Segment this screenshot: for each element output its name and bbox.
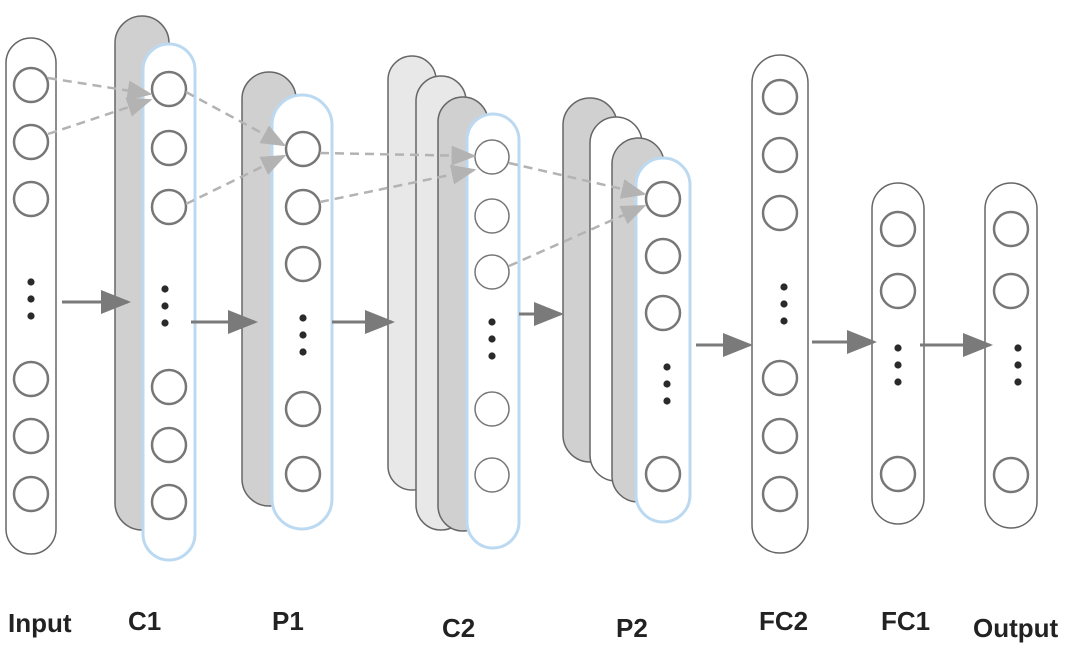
layer-labels: Input C1 P1 C2 P2 FC2 FC1 Output (8, 606, 1059, 643)
fc2-node (761, 78, 799, 116)
dashed-arrow (319, 145, 477, 166)
output-label: Output (973, 613, 1059, 643)
input-ellipsis (27, 278, 35, 320)
output-node (992, 456, 1030, 494)
p1-node (284, 188, 322, 226)
c1-front-column (141, 42, 197, 562)
fc1-node (879, 455, 917, 493)
c1-node (150, 368, 188, 406)
fc2-node (761, 475, 799, 513)
input-node (12, 123, 50, 161)
dashed-connections (47, 76, 647, 268)
input-node (12, 180, 50, 218)
back-panels (114, 15, 665, 532)
c2-node (474, 457, 510, 493)
fc1-node (879, 272, 917, 310)
c1-node (150, 188, 188, 226)
dashed-arrow (47, 76, 153, 101)
c2-label: C2 (442, 613, 475, 643)
output-ellipsis (1014, 344, 1022, 386)
c1-node (150, 129, 188, 167)
c1-ellipsis (161, 285, 169, 327)
c1-node (150, 426, 188, 464)
nodes (12, 66, 1030, 521)
ellipsis-dots (27, 278, 1022, 405)
input-node (12, 417, 50, 455)
fc2-node (761, 359, 799, 397)
fc2-node (761, 136, 799, 174)
dashed-arrow (47, 97, 153, 136)
input-node (12, 360, 50, 398)
c1-label: C1 (128, 606, 161, 636)
input-node (12, 66, 50, 104)
fc2-node (761, 417, 799, 455)
c2-ellipsis (488, 318, 496, 360)
p1-node (284, 455, 322, 493)
dashed-arrow (185, 154, 287, 206)
dashed-arrow (185, 90, 287, 147)
p1-node (284, 245, 322, 283)
dashed-arrow (508, 161, 647, 199)
c2-node (474, 391, 510, 427)
p1-label: P1 (272, 606, 304, 636)
p2-node (644, 455, 682, 493)
input-node (12, 475, 50, 513)
p2-node (644, 294, 682, 332)
c1-node (150, 483, 188, 521)
dashed-arrow (319, 164, 477, 204)
output-node (992, 272, 1030, 310)
fc1-label: FC1 (881, 606, 930, 636)
dashed-arrow (508, 204, 647, 268)
fc1-ellipsis (894, 344, 902, 386)
p2-node (644, 237, 682, 275)
fc2-node (761, 194, 799, 232)
p2-label: P2 (616, 613, 648, 643)
p2-node (644, 180, 682, 218)
p1-node (284, 390, 322, 428)
flow-arrows (62, 290, 993, 357)
c2-node (474, 254, 510, 290)
p1-ellipsis (299, 314, 307, 356)
p2-ellipsis (663, 363, 671, 405)
c1-node (150, 70, 188, 108)
fc1-node (879, 210, 917, 248)
output-node (992, 210, 1030, 248)
c2-node (474, 139, 510, 175)
fc2-ellipsis (780, 283, 788, 325)
fc2-label: FC2 (759, 606, 808, 636)
input-label: Input (8, 608, 72, 638)
c2-node (474, 198, 510, 234)
p1-node (284, 130, 322, 168)
